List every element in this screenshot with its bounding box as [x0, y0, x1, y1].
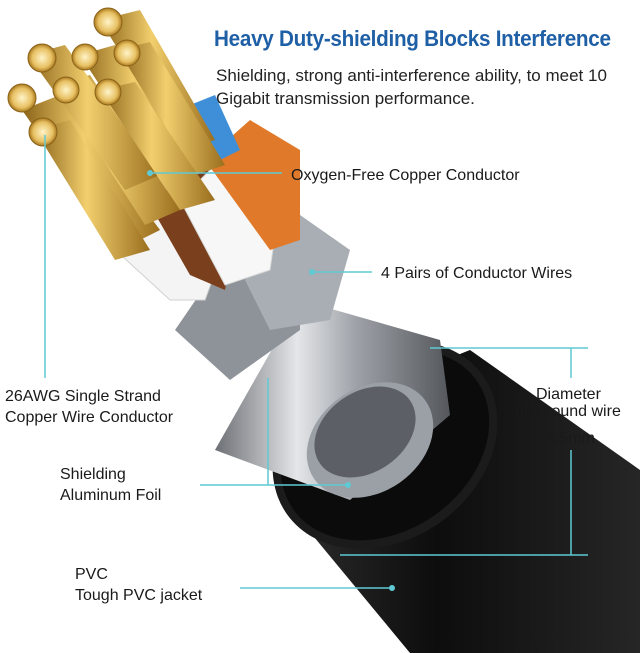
callout-awg-line2: Copper Wire Conductor — [5, 409, 174, 426]
callout-pairs: 4 Pairs of Conductor Wires — [381, 265, 573, 282]
callout-shield-line2: Aluminum Foil — [60, 487, 162, 504]
pairs-bundle — [175, 215, 350, 380]
copper-strands — [7, 7, 225, 260]
callout-awg-line1: 26AWG Single Strand — [5, 388, 161, 405]
callout-diameter-value: 6.5mm — [546, 430, 595, 447]
headline: Heavy Duty-shielding Blocks Interference — [214, 26, 611, 51]
aluminum-foil-shield — [215, 300, 450, 500]
callout-diameter-line2: of a round wire — [515, 403, 621, 420]
callout-pvc-line2: Tough PVC jacket — [75, 587, 203, 604]
callout-pvc-line1: PVC — [75, 566, 108, 583]
leader-lines — [44, 135, 588, 591]
subheadline: Shielding, strong anti-interference abil… — [216, 66, 607, 108]
callout-shield-line1: Shielding — [60, 466, 126, 483]
callout-conductor: Oxygen-Free Copper Conductor — [291, 167, 520, 184]
callout-diameter-line1: Diameter — [536, 386, 601, 403]
